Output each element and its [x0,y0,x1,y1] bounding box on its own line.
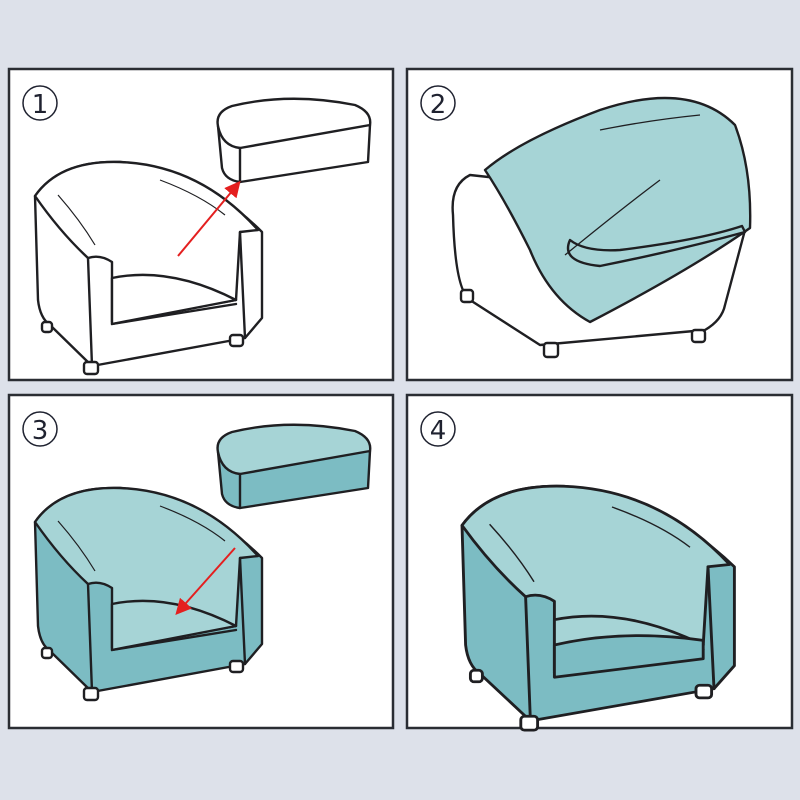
step-3-badge: 3 [22,411,58,447]
remove-cushion-arrow [177,180,241,257]
step-1-badge: 1 [22,85,58,121]
step-4-badge: 4 [420,411,456,447]
step-2-panel: 2 [405,67,794,382]
step-1-panel: 1 [7,67,395,382]
step-number: 1 [32,90,49,120]
step-3-panel: 3 [7,393,395,730]
cushion-front [552,634,705,679]
step-number: 4 [430,416,447,446]
step-number: 2 [430,90,447,120]
step-2-badge: 2 [420,85,456,121]
step-number: 3 [32,416,49,446]
step-4-panel: 4 [405,393,794,732]
insert-cushion-arrow [175,547,236,615]
chair-with-cover-draped [451,96,752,359]
